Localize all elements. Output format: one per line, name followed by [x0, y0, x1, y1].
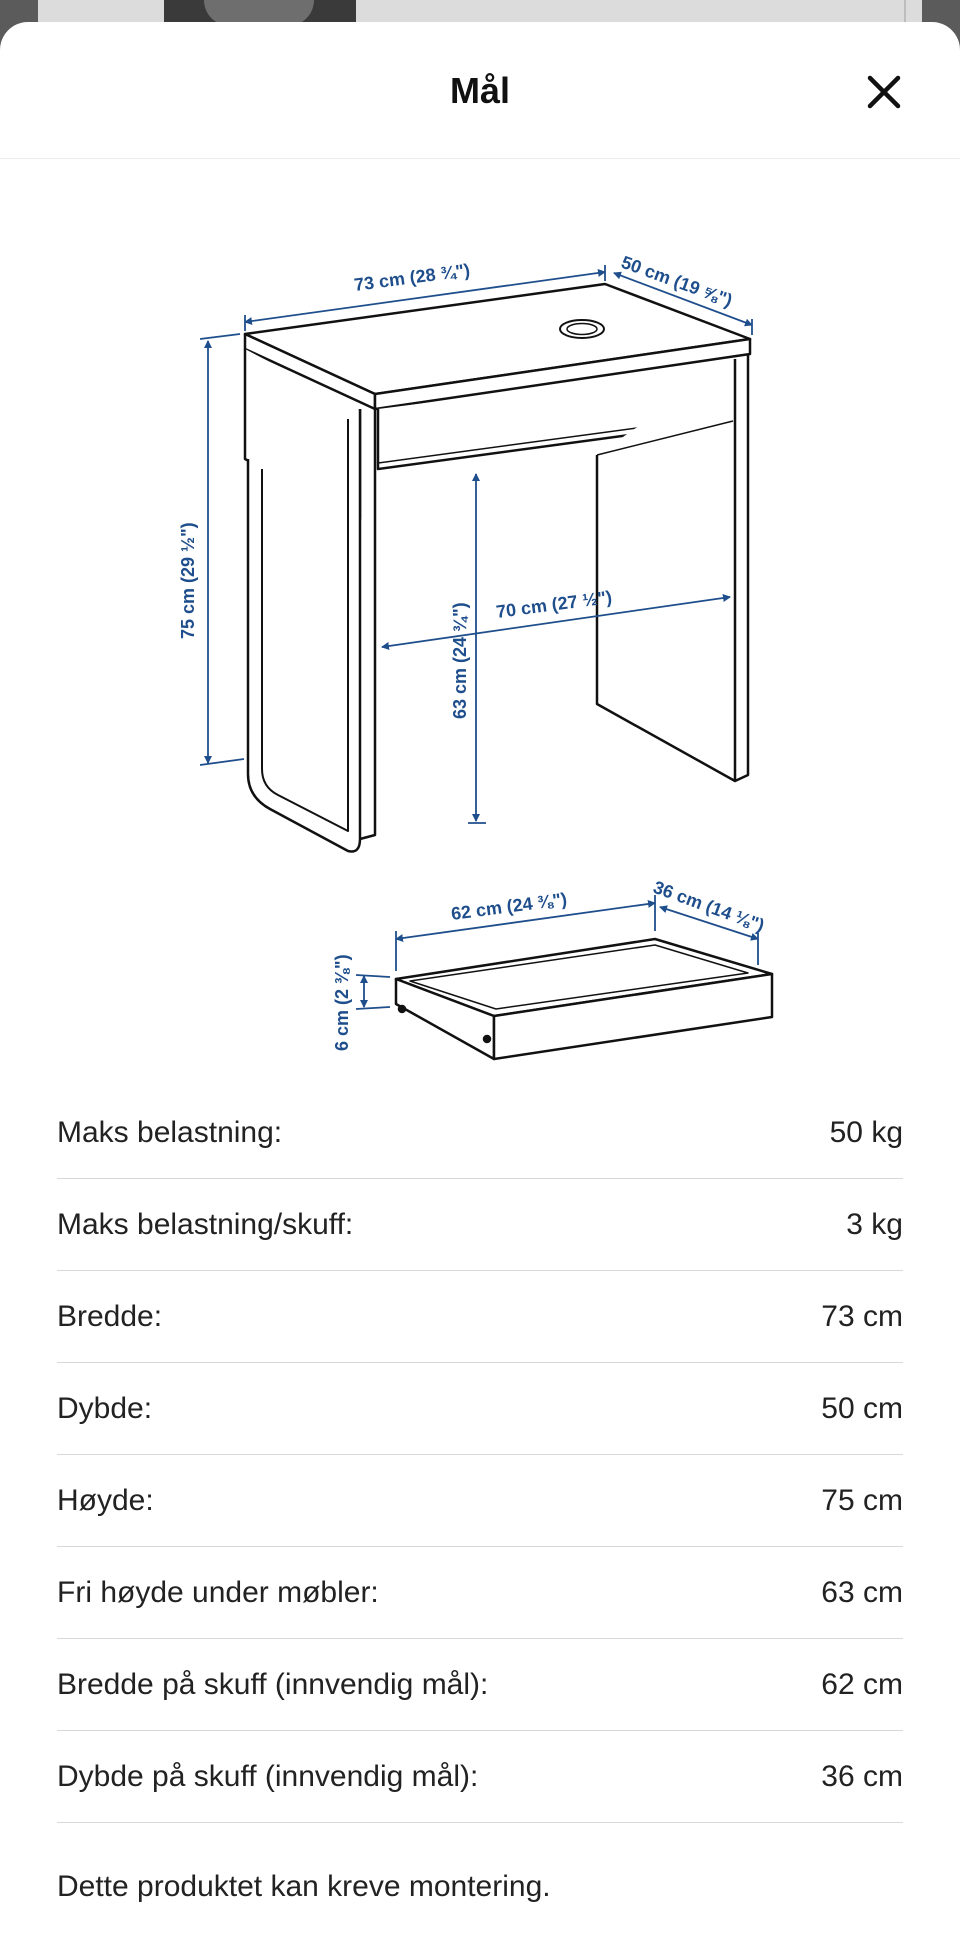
- spec-label: Dybde:: [57, 1391, 153, 1425]
- dimensions-sheet: Mål: [0, 22, 960, 1939]
- spec-value: 62 cm: [821, 1667, 903, 1701]
- spec-label: Maks belastning:: [57, 1115, 283, 1149]
- spec-row: Dybde på skuff (innvendig mål): 36 cm: [57, 1731, 903, 1823]
- background-product-photo: [164, 0, 356, 26]
- desk-clearance-label: 63 cm (24 ¾"): [450, 602, 470, 719]
- spec-label: Høyde:: [57, 1483, 154, 1517]
- spec-row: Maks belastning: 50 kg: [57, 1087, 903, 1179]
- spec-label: Maks belastning/skuff:: [57, 1207, 354, 1241]
- spec-row: Fri høyde under møbler: 63 cm: [57, 1547, 903, 1639]
- drawer-drawing: [394, 937, 774, 1061]
- spec-list: Maks belastning: 50 kg Maks belastning/s…: [57, 1087, 903, 1823]
- drawer-width-label: 62 cm (24 ⅜"): [450, 889, 568, 924]
- spec-row: Dybde: 50 cm: [57, 1363, 903, 1455]
- background-divider: [904, 0, 906, 26]
- spec-row: Høyde: 75 cm: [57, 1455, 903, 1547]
- spec-row: Bredde: 73 cm: [57, 1271, 903, 1363]
- drawer-depth-label: 36 cm (14 ⅛"): [651, 877, 767, 936]
- desk-height-label: 75 cm (29 ½"): [178, 522, 198, 639]
- spec-label: Dybde på skuff (innvendig mål):: [57, 1759, 479, 1793]
- spec-value: 73 cm: [821, 1299, 903, 1333]
- spec-row: Bredde på skuff (innvendig mål): 62 cm: [57, 1639, 903, 1731]
- spec-value: 75 cm: [821, 1483, 903, 1517]
- spec-label: Bredde:: [57, 1299, 163, 1333]
- assembly-note: Dette produktet kan kreve montering.: [57, 1870, 551, 1903]
- desk-drawing: [243, 282, 752, 853]
- spec-value: 3 kg: [846, 1207, 903, 1241]
- spec-value: 50 cm: [821, 1391, 903, 1425]
- drawer-height-label: 6 cm (2 ⅜"): [332, 954, 352, 1051]
- spec-label: Fri høyde under møbler:: [57, 1575, 379, 1609]
- drawer-dimensions: [355, 895, 759, 1010]
- spec-value: 50 kg: [829, 1115, 903, 1149]
- desk-dimensions: [199, 265, 753, 824]
- sheet-header: Mål: [0, 22, 960, 159]
- spec-row: Maks belastning/skuff: 3 kg: [57, 1179, 903, 1271]
- sheet-title: Mål: [449, 70, 510, 111]
- dimension-diagram: 73 cm (28 ¾") 50 cm (19 ⅝") 75 cm (29 ½"…: [178, 252, 774, 1061]
- spec-value: 36 cm: [821, 1759, 903, 1793]
- close-icon: [867, 75, 901, 109]
- desk-width-label: 73 cm (28 ¾"): [353, 260, 471, 295]
- close-button[interactable]: [860, 68, 908, 116]
- spec-value: 63 cm: [821, 1575, 903, 1609]
- spec-label: Bredde på skuff (innvendig mål):: [57, 1667, 489, 1701]
